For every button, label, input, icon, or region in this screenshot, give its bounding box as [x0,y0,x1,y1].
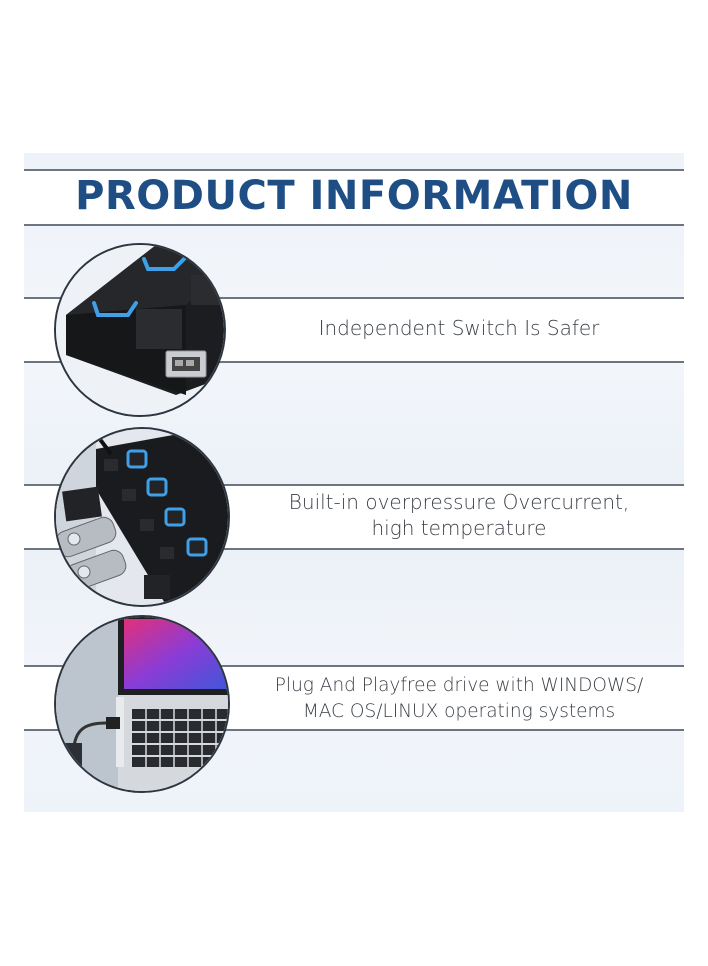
feature-2-text: Built-in overpressure Overcurrent, high … [234,489,684,541]
feature-2-line-1: Built-in overpressure Overcurrent, [288,490,630,514]
usb-hub-switch-icon [56,245,224,415]
feature-1-bottom-divider [24,361,684,363]
feature-3-line-2: MAC OS/LINUX operating systems [302,701,616,722]
product-information-panel: PRODUCT INFORMATION Independent Switch I… [24,153,684,812]
title-band [24,170,684,225]
feature-3-line-1: Plug And Playfree drive with WINDOWS/ [274,675,644,696]
feature-2-line-2: high temperature [371,516,547,540]
feature-1-line-1: Independent Switch Is Safer [318,316,600,340]
usb-hub-switch-closeup-image [54,243,226,417]
title-bottom-divider [24,224,684,226]
feature-3-bottom-divider [24,729,684,731]
usb-hub-ports-icon [56,429,228,605]
title-top-divider [24,169,684,171]
feature-3-top-divider [24,665,684,667]
feature-1-text: Independent Switch Is Safer [234,315,684,341]
usb-hub-with-flash-drives-image [54,427,230,607]
feature-2-bottom-divider [24,548,684,550]
laptop-icon [56,617,228,791]
page-title: PRODUCT INFORMATION [75,173,633,219]
laptop-with-usb-hub-image [54,615,230,793]
feature-3-text: Plug And Playfree drive with WINDOWS/ MA… [234,673,684,725]
feature-2-top-divider [24,484,684,486]
feature-1-top-divider [24,297,684,299]
